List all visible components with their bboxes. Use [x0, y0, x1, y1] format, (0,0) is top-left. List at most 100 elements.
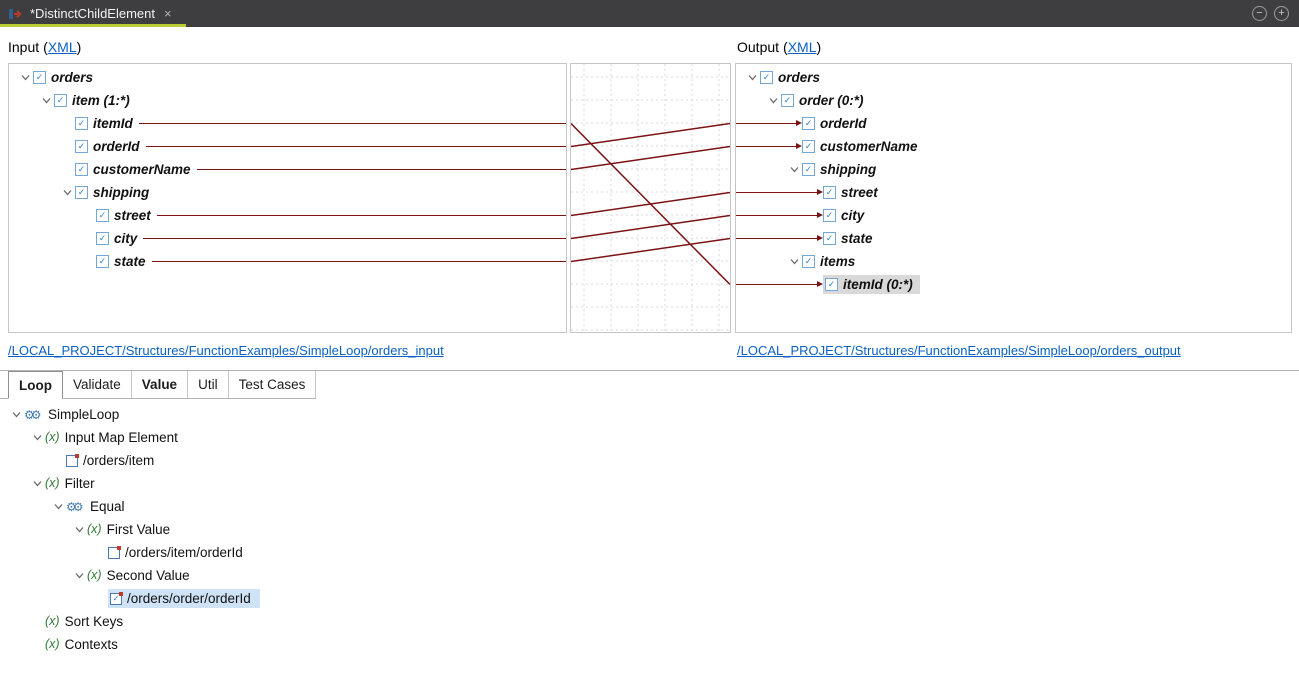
tree-row-orderid[interactable]: ✓orderId: [9, 135, 566, 158]
output-structure-link[interactable]: /LOCAL_PROJECT/Structures/FunctionExampl…: [737, 343, 1181, 358]
chevron-down-icon[interactable]: [8, 409, 24, 420]
output-xml-link[interactable]: XML: [787, 39, 817, 55]
xml-element-icon: ✓: [781, 94, 794, 107]
tree-row-contexts[interactable]: (x)Contexts: [0, 633, 1299, 656]
node-label: /orders/item/orderId: [125, 545, 243, 560]
tree-row-shipping[interactable]: ✓shipping: [9, 181, 566, 204]
tree-row-orders-item[interactable]: /orders/item: [0, 449, 1299, 472]
xml-element-icon: ✓: [823, 209, 836, 222]
tree-row-orders[interactable]: ✓orders: [736, 66, 1291, 89]
function-icon: (x): [45, 637, 60, 652]
xpath-icon: [108, 545, 121, 559]
function-icon: (x): [45, 614, 60, 629]
paren: (: [43, 39, 48, 55]
mapping-arrow: [736, 188, 823, 195]
tree-row-orderid[interactable]: ✓orderId: [736, 112, 1291, 135]
tree-row-order-0[interactable]: ✓ order (0:*): [736, 89, 1291, 112]
output-structure-link-wrap: /LOCAL_PROJECT/Structures/FunctionExampl…: [737, 343, 1181, 358]
mapping-canvas[interactable]: [570, 63, 731, 333]
function-icon: (x): [45, 476, 60, 491]
xml-element-icon: ✓: [802, 255, 815, 268]
input-label: Input: [8, 39, 40, 55]
tree-row-state[interactable]: ✓state: [736, 227, 1291, 250]
tree-row-simpleloop[interactable]: ⚙⚙SimpleLoop: [0, 403, 1299, 426]
node-label: Sort Keys: [64, 614, 124, 629]
indent-spacer: [744, 261, 786, 262]
active-tab-underline: [0, 24, 186, 27]
tab-test-cases[interactable]: Test Cases: [228, 371, 317, 398]
chevron-down-icon[interactable]: [786, 164, 802, 175]
chevron-down-icon[interactable]: [744, 72, 760, 83]
node-label: customerName: [820, 139, 918, 154]
arrowhead-icon: [796, 119, 802, 126]
indent-spacer: [8, 598, 92, 599]
tree-row-equal[interactable]: ⚙⚙Equal: [0, 495, 1299, 518]
chevron-down-icon[interactable]: [59, 187, 75, 198]
chevron-down-icon[interactable]: [71, 524, 87, 535]
tree-row-item-1[interactable]: ✓item (1:*): [9, 89, 566, 112]
tree-row-orders[interactable]: ✓orders: [9, 66, 566, 89]
tree-row-input-map-element[interactable]: (x)Input Map Element: [0, 426, 1299, 449]
node-label: SimpleLoop: [48, 407, 120, 422]
tree-row-city[interactable]: ✓city: [736, 204, 1291, 227]
tree-row-street[interactable]: ✓street: [9, 204, 566, 227]
node-label: orderId: [93, 139, 140, 154]
input-xml-link[interactable]: XML: [47, 39, 77, 55]
chevron-down-icon[interactable]: [786, 256, 802, 267]
expand-view-button[interactable]: +: [1274, 6, 1289, 21]
node-label: city: [114, 231, 138, 246]
tree-row-shipping[interactable]: ✓shipping: [736, 158, 1291, 181]
tree-row-filter[interactable]: (x) Filter: [0, 472, 1299, 495]
node-label: items: [820, 254, 856, 269]
mapping-line: [196, 169, 566, 170]
collapse-view-button[interactable]: −: [1252, 6, 1267, 21]
tree-row-state[interactable]: ✓state: [9, 250, 566, 273]
tab-util[interactable]: Util: [188, 371, 229, 398]
arrowhead-icon: [817, 211, 823, 218]
function-icon: (x): [87, 522, 102, 537]
document-tab[interactable]: *DistinctChildElement ×: [0, 0, 186, 27]
mapping-arrow: [736, 142, 802, 149]
chevron-down-icon[interactable]: [71, 570, 87, 581]
close-icon[interactable]: ×: [164, 6, 172, 21]
chevron-down-icon[interactable]: [38, 95, 54, 106]
function-icon: (x): [87, 568, 102, 583]
node-label: order (0:*): [799, 93, 864, 108]
paren: (: [783, 39, 788, 55]
chevron-down-icon[interactable]: [17, 72, 33, 83]
tab-loop[interactable]: Loop: [8, 371, 63, 399]
tree-row-first-value[interactable]: (x)First Value: [0, 518, 1299, 541]
tree-row-customername[interactable]: ✓customerName: [9, 158, 566, 181]
red-mark: [75, 453, 79, 458]
mapping-lines-svg: [570, 64, 731, 332]
tree-row-items[interactable]: ✓ items: [736, 250, 1291, 273]
chevron-down-icon[interactable]: [29, 432, 45, 443]
tree-row-itemid[interactable]: ✓itemId: [9, 112, 566, 135]
xml-element-icon: ✓: [33, 71, 46, 84]
chevron-down-icon[interactable]: [50, 501, 66, 512]
node-label: Second Value: [106, 568, 190, 583]
tree-row-orders-order-orderid[interactable]: ✓/orders/order/orderId: [0, 587, 1299, 610]
tree-row-itemid-0[interactable]: ✓itemId (0:*): [736, 273, 1291, 296]
node-label: state: [841, 231, 873, 246]
chevron-down-icon[interactable]: [29, 478, 45, 489]
tree-row-city[interactable]: ✓city: [9, 227, 566, 250]
node-label: orderId: [820, 116, 867, 131]
tree-row-sort-keys[interactable]: (x) Sort Keys: [0, 610, 1299, 633]
input-structure-link[interactable]: /LOCAL_PROJECT/Structures/FunctionExampl…: [8, 343, 444, 358]
tab-validate[interactable]: Validate: [63, 371, 132, 398]
mapping-line: [143, 238, 566, 239]
chevron-down-icon[interactable]: [765, 95, 781, 106]
tree-row-second-value[interactable]: (x) Second Value: [0, 564, 1299, 587]
arrowhead-icon: [796, 142, 802, 149]
node-label: Filter: [64, 476, 95, 491]
tab-value[interactable]: Value: [131, 371, 189, 398]
xml-element-icon: ✓: [75, 163, 88, 176]
tree-row-customername[interactable]: ✓customerName: [736, 135, 1291, 158]
node-label: shipping: [93, 185, 150, 200]
selected-node-highlight: ✓itemId (0:*): [823, 275, 920, 294]
tree-row-orders-item-orderid[interactable]: /orders/item/orderId: [0, 541, 1299, 564]
indent-spacer: [17, 100, 38, 101]
tree-row-street[interactable]: ✓street: [736, 181, 1291, 204]
indent-spacer: [8, 483, 29, 484]
